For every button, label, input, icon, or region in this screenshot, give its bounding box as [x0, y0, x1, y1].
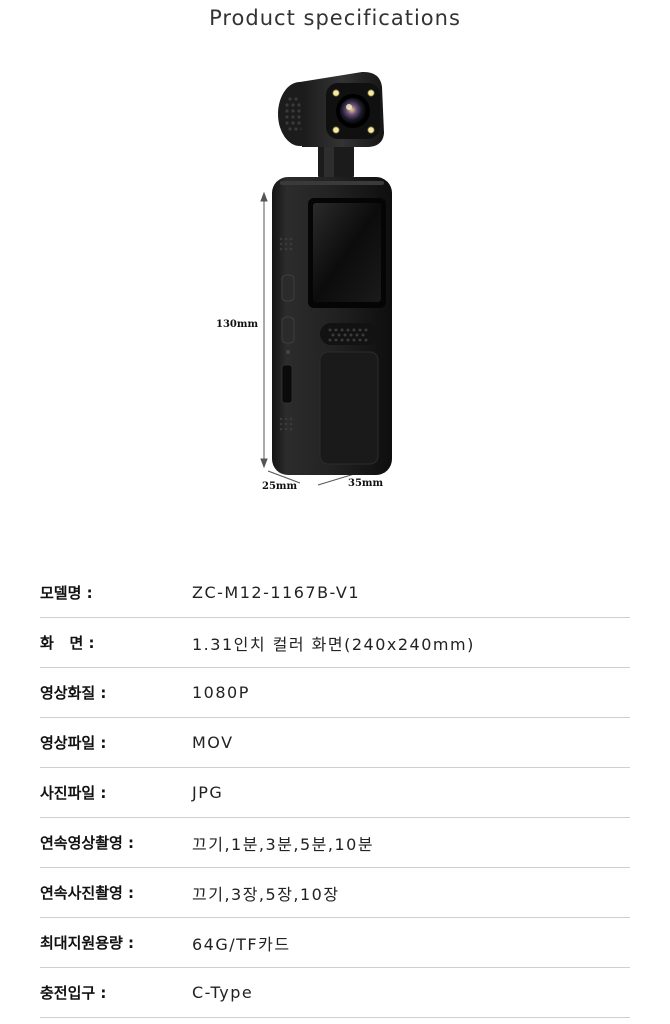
- depth-dimension-label: 25mm: [262, 481, 298, 492]
- camera-icon: [260, 71, 392, 486]
- spec-label: 연속사진촬영 :: [40, 884, 135, 902]
- spec-value: C-Type: [192, 983, 254, 1002]
- spec-label: 충전입구 :: [40, 984, 107, 1002]
- spec-label: 영상파일 :: [40, 734, 107, 752]
- spec-row-model: 모델명 : ZC-M12-1167B-V1: [40, 568, 630, 618]
- spec-row-continuous-video: 연속영상촬영 : 끄기,1분,3분,5분,10분: [40, 818, 630, 868]
- spec-value: 1.31인치 컬러 화면(240x240mm): [192, 634, 475, 654]
- spec-label: 최대지원용량 :: [40, 934, 135, 952]
- spec-value: 64G/TF카드: [192, 934, 291, 954]
- spec-value: JPG: [192, 783, 224, 802]
- page-title: Product specifications: [209, 6, 461, 30]
- spec-row-screen: 화 면 : 1.31인치 컬러 화면(240x240mm): [40, 618, 630, 668]
- spec-value: MOV: [192, 733, 234, 752]
- spec-label: 모델명 :: [40, 584, 93, 602]
- spec-label: 사진파일 :: [40, 784, 107, 802]
- spec-row-continuous-photo: 연속사진촬영 : 끄기,3장,5장,10장: [40, 868, 630, 918]
- spec-value: 끄기,3장,5장,10장: [192, 884, 340, 904]
- spec-table: 모델명 : ZC-M12-1167B-V1 화 면 : 1.31인치 컬러 화면…: [40, 568, 630, 1018]
- spec-value: ZC-M12-1167B-V1: [192, 583, 360, 602]
- height-dimension-label: 130mm: [216, 319, 259, 330]
- spec-value: 끄기,1분,3분,5분,10분: [192, 834, 375, 854]
- spec-row-charging-port: 충전입구 : C-Type: [40, 968, 630, 1018]
- spec-value: 1080P: [192, 683, 250, 702]
- spec-label: 화 면 :: [40, 634, 95, 652]
- spec-row-video-quality: 영상화질 : 1080P: [40, 668, 630, 718]
- spec-row-video-file: 영상파일 : MOV: [40, 718, 630, 768]
- spec-row-photo-file: 사진파일 : JPG: [40, 768, 630, 818]
- spec-label: 영상화질 :: [40, 684, 107, 702]
- product-figure: 130mm 25mm 35mm: [0, 55, 670, 505]
- width-dimension-label: 35mm: [348, 478, 384, 489]
- spec-row-max-capacity: 최대지원용량 : 64G/TF카드: [40, 918, 630, 968]
- spec-label: 연속영상촬영 :: [40, 834, 135, 852]
